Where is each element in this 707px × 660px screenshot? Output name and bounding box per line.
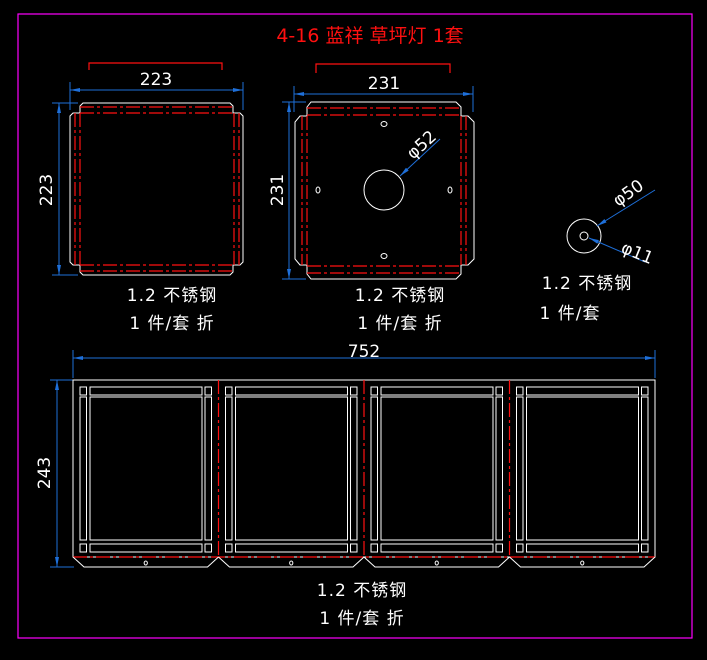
side-slot [370, 396, 378, 541]
part-1-section-bracket [88, 62, 223, 70]
part-2-center-hole [363, 169, 405, 211]
top-slot [526, 386, 639, 396]
corner-slot [495, 543, 503, 553]
mount-hole [143, 560, 148, 566]
side-slot [225, 396, 233, 541]
part-2-hole-leader [399, 138, 441, 177]
mount-hole [380, 121, 388, 127]
part-1-width-label: 223 [140, 70, 172, 90]
drawing-title: 4-16 蓝祥 草坪灯 1套 [276, 25, 463, 47]
part-4-height-label: 243 [35, 457, 55, 489]
top-slot [235, 386, 348, 396]
bottom-slot [89, 543, 203, 553]
corner-slot [204, 543, 212, 553]
mount-hole [315, 186, 321, 194]
bottom-slot [526, 543, 639, 553]
window-opening [89, 396, 203, 541]
top-slot [89, 386, 203, 396]
corner-slot [641, 386, 649, 396]
part-4-quantity: 1 件/套 折 [319, 609, 404, 629]
mount-hole [447, 186, 453, 194]
window-opening [380, 396, 494, 541]
corner-slot [516, 386, 524, 396]
corner-slot [516, 543, 524, 553]
part-1-height-label: 223 [37, 174, 57, 206]
bottom-tab [509, 556, 656, 568]
corner-slot [495, 386, 503, 396]
part-3-washer: φ50 φ11 1.2 不锈钢 1 件/套 [540, 176, 657, 324]
corner-slot [79, 543, 87, 553]
part-4-side-panel: 752 243 1.2 不锈钢 1 件/套 折 [35, 342, 656, 629]
part-2-height-label: 231 [268, 174, 288, 206]
part-2-hole-label: φ52 [403, 127, 441, 164]
corner-slot [370, 543, 378, 553]
corner-slot [204, 386, 212, 396]
mount-hole [580, 560, 585, 566]
part-3-material: 1.2 不锈钢 [542, 274, 632, 294]
corner-slot [79, 386, 87, 396]
window-opening [235, 396, 348, 541]
bottom-slot [235, 543, 348, 553]
part-1-quantity: 1 件/套 折 [129, 314, 214, 334]
side-slot [641, 396, 649, 541]
corner-slot [641, 543, 649, 553]
side-slot [350, 396, 358, 541]
top-slot [380, 386, 494, 396]
bottom-tab [218, 556, 365, 568]
part-2-quantity: 1 件/套 折 [357, 314, 442, 334]
part-1-material: 1.2 不锈钢 [127, 286, 217, 306]
part-3-inner-label: φ11 [618, 238, 656, 269]
part-3-outer-leader [596, 189, 656, 227]
side-slot [204, 396, 212, 541]
side-slot [495, 396, 503, 541]
part-2-width-label: 231 [368, 74, 400, 94]
corner-slot [225, 543, 233, 553]
window-opening [526, 396, 639, 541]
corner-slot [350, 386, 358, 396]
part-2-material: 1.2 不锈钢 [355, 286, 445, 306]
corner-slot [225, 386, 233, 396]
part-4-width-label: 752 [348, 342, 380, 362]
mount-hole [289, 560, 294, 566]
mount-hole [434, 560, 439, 566]
part-1-outline [69, 102, 244, 276]
part-3-inner-hole [579, 231, 589, 241]
part-1-square-cover: 223 223 1.2 不锈钢 1 件/套 折 [37, 62, 244, 334]
part-2-outline [294, 101, 475, 280]
part-2-section-bracket [315, 63, 451, 73]
bottom-tab [72, 556, 219, 568]
drawing-frame [17, 13, 693, 639]
mount-hole [380, 253, 388, 259]
side-slot [79, 396, 87, 541]
corner-slot [350, 543, 358, 553]
bottom-slot [380, 543, 494, 553]
part-4-material: 1.2 不锈钢 [317, 581, 407, 601]
side-slot [516, 396, 524, 541]
part-3-inner-leader [588, 237, 646, 263]
part-3-outer-circle [566, 218, 602, 254]
bottom-tab [363, 556, 510, 568]
part-2-top-plate: 231 231 φ52 1.2 不锈钢 1 件/套 折 [268, 63, 475, 334]
part-3-quantity: 1 件/套 [540, 304, 601, 324]
corner-slot [370, 386, 378, 396]
